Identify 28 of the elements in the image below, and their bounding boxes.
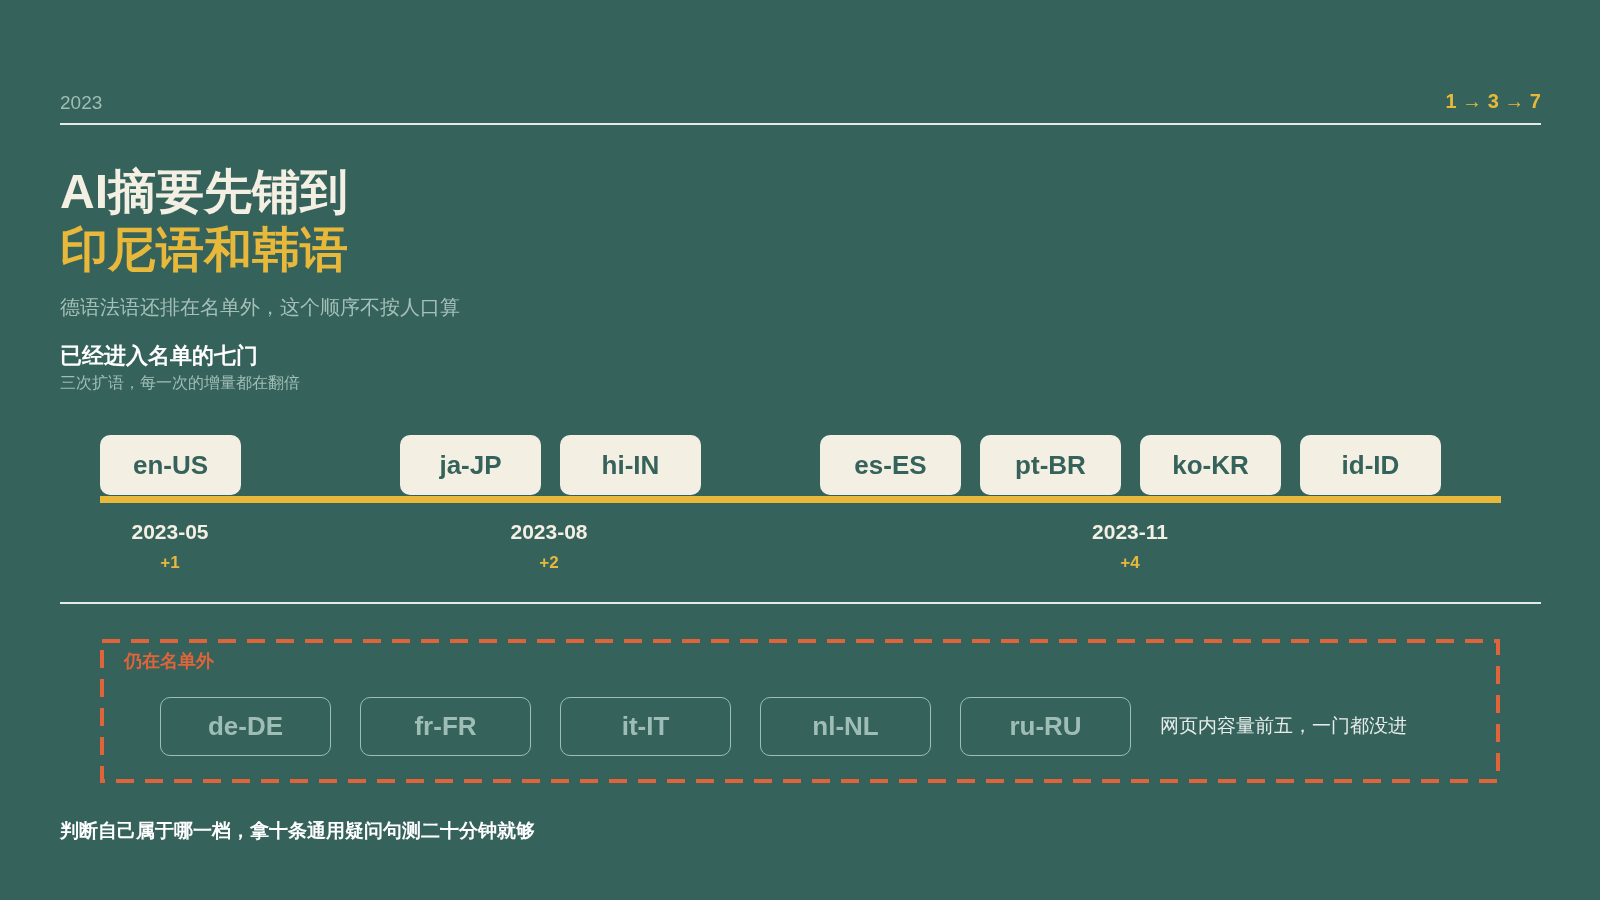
language-tag: id-ID (1300, 435, 1441, 495)
year-label: 2023 (60, 92, 103, 114)
section-heading: 已经进入名单的七门 (60, 342, 258, 370)
footer-note: 判断自己属于哪一档，拿十条通用疑问句测二十分钟就够 (60, 819, 535, 843)
pending-language-tag: ru-RU (960, 697, 1131, 756)
date-label: 2023-05 (131, 520, 209, 544)
language-tag: ja-JP (400, 435, 541, 495)
pending-language-tag: nl-NL (760, 697, 931, 756)
pending-language-tag: de-DE (160, 697, 331, 756)
date-label: 2023-08 (510, 520, 588, 544)
increment-label: +1 (160, 553, 180, 573)
date-label: 2023-11 (1092, 520, 1168, 544)
language-tag: ko-KR (1140, 435, 1281, 495)
language-tag: pt-BR (980, 435, 1121, 495)
dashed-frame (100, 639, 1500, 783)
pending-language-tag: it-IT (560, 697, 731, 756)
section-note: 三次扩语，每一次的增量都在翻倍 (60, 373, 300, 393)
language-tag: es-ES (820, 435, 961, 495)
sequence-label: 1 → 3 → 7 (1445, 90, 1541, 113)
increment-label: +2 (539, 553, 559, 573)
pending-language-tag: fr-FR (360, 697, 531, 756)
language-tag: hi-IN (560, 435, 701, 495)
language-tag: en-US (100, 435, 241, 495)
frame-heading: 仍在名单外 (124, 650, 214, 673)
increment-label: +4 (1120, 553, 1140, 573)
frame-note: 网页内容量前五，一门都没进 (1160, 714, 1407, 738)
subtitle: 德语法语还排在名单外，这个顺序不按人口算 (60, 295, 460, 320)
title: AI摘要先铺到印尼语和韩语 (60, 164, 349, 278)
